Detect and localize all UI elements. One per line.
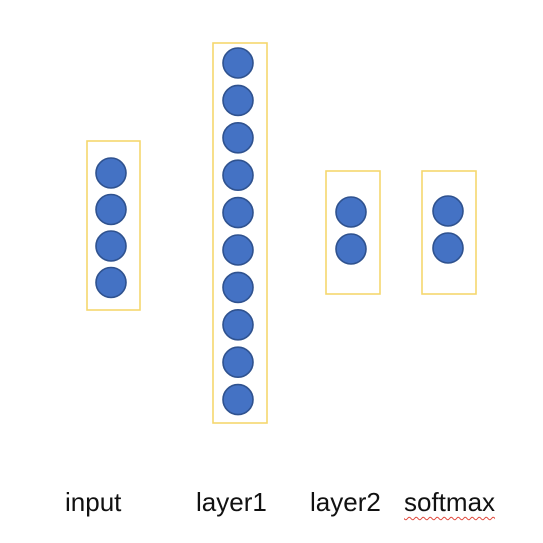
neuron-softmax-1 — [432, 195, 464, 227]
layer-box-softmax — [421, 170, 477, 295]
label-softmax: softmax — [404, 487, 496, 517]
layer-box-layer2 — [325, 170, 381, 295]
neuron-layer1-4 — [222, 159, 254, 191]
label-input: input — [65, 487, 122, 517]
layer-boxes — [86, 42, 477, 424]
label-layer2: layer2 — [310, 487, 381, 517]
neuron-layer1-10 — [222, 383, 254, 416]
neuron-input-3 — [95, 230, 127, 262]
neuron-softmax-2 — [432, 232, 464, 264]
neuron-layer1-9 — [222, 346, 254, 379]
neuron-input-4 — [95, 266, 127, 299]
neuron-layer1-3 — [222, 122, 254, 154]
neuron-layer1-6 — [222, 234, 254, 266]
neuron-layer2-2 — [335, 233, 367, 265]
neurons — [95, 47, 464, 416]
neuron-layer1-7 — [222, 271, 254, 304]
neuron-layer1-1 — [222, 47, 254, 79]
neuron-layer1-2 — [222, 84, 254, 117]
layer-box-layer1 — [212, 42, 268, 424]
layer-box-input — [86, 140, 141, 311]
neuron-layer1-8 — [222, 308, 254, 341]
label-layer1: layer1 — [196, 487, 267, 517]
neuron-input-2 — [95, 193, 127, 226]
neuron-layer2-1 — [335, 196, 367, 228]
neuron-layer1-5 — [222, 196, 254, 229]
neuron-input-1 — [95, 157, 127, 189]
